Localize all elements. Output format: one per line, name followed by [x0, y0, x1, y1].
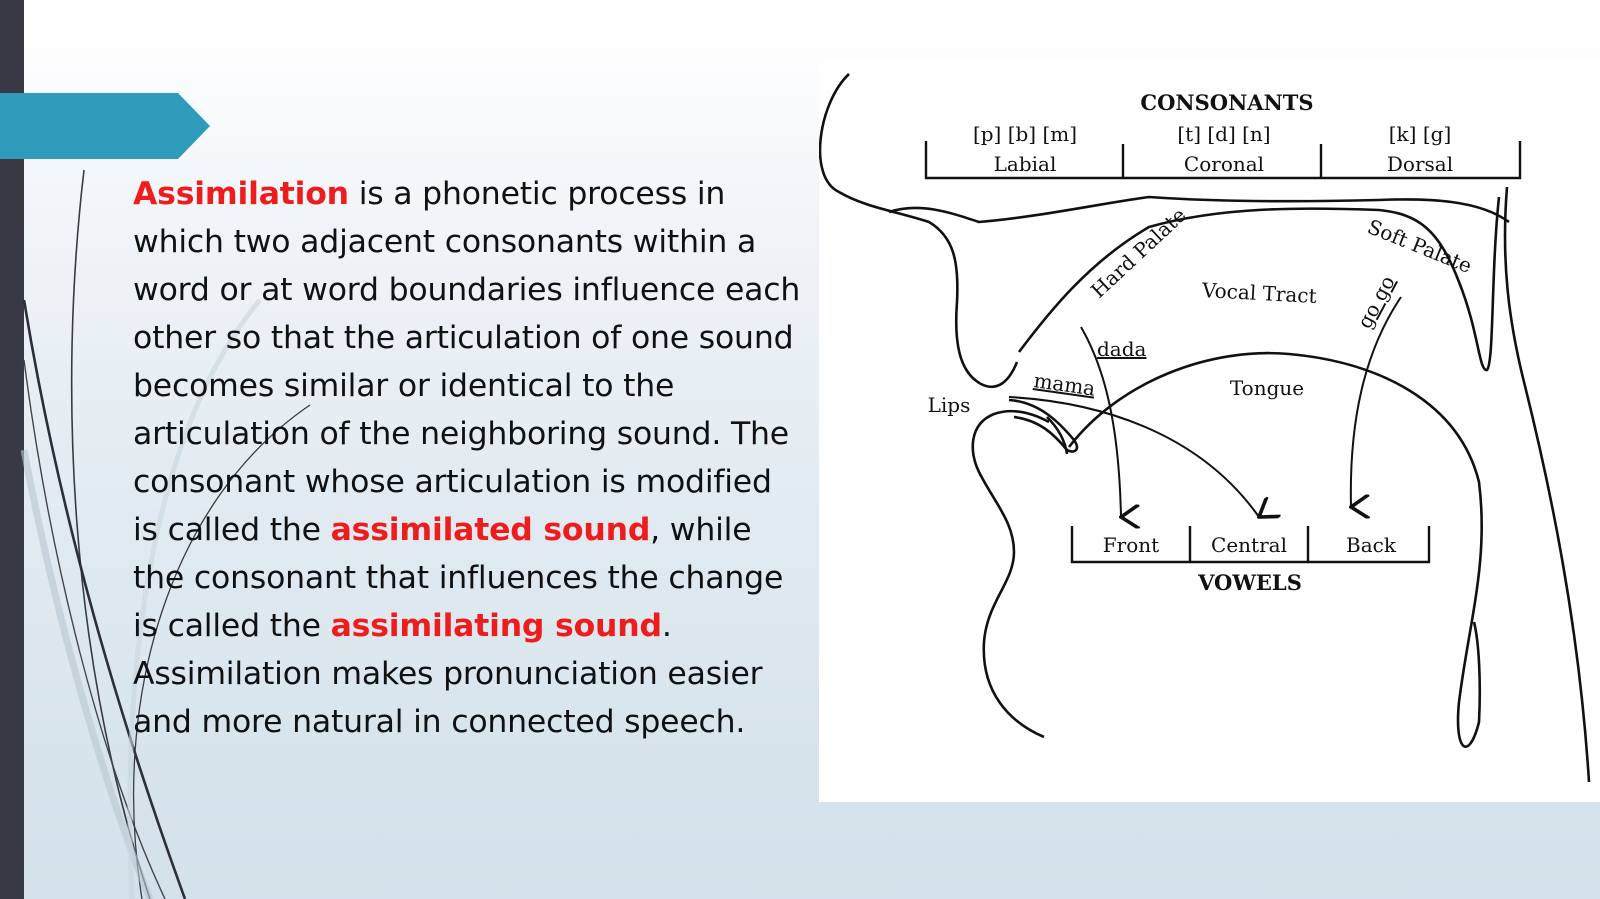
- central-label: Central: [1211, 533, 1287, 557]
- dorsal-label: Dorsal: [1387, 152, 1453, 176]
- lower-lip-path: [971, 409, 1050, 739]
- coronal-label: Coronal: [1184, 152, 1264, 176]
- hard-palate-inner-path: [1017, 196, 1501, 372]
- assimilation-definition-paragraph: Assimilation is a phonetic process in wh…: [133, 170, 803, 746]
- consonants-bracket: [924, 141, 1522, 180]
- paragraph-text-2: , while the consonant that influences th…: [133, 512, 784, 644]
- hard-palate-label: Hard Palate: [1086, 203, 1191, 303]
- decorative-swoosh-lines: [20, 169, 311, 899]
- dada-label: dada: [1097, 337, 1147, 361]
- vocal-tract-label: Vocal Tract: [1201, 278, 1318, 308]
- mama-arrow: [1008, 396, 1259, 517]
- dorsal-sounds-label: [k] [g]: [1389, 122, 1452, 146]
- term-assimilation: Assimilation: [133, 176, 349, 212]
- lip-inner-path: [1046, 416, 1069, 455]
- vowels-bracket: [1070, 526, 1431, 564]
- vowels-title: VOWELS: [1197, 570, 1302, 595]
- labial-label: Labial: [994, 152, 1057, 176]
- pharynx-wall-path: [1503, 186, 1591, 783]
- term-assimilated-sound: assimilated sound: [330, 512, 651, 548]
- dada-arrow: [1080, 326, 1121, 517]
- upper-lip-path: [1008, 398, 1079, 453]
- labial-sounds-label: [p] [b] [m]: [973, 122, 1077, 146]
- head-outline-path: [819, 73, 1019, 389]
- paragraph-text-1: is a phonetic process in which two adjac…: [133, 176, 801, 548]
- vocal-tract-diagram-panel: CONSONANTS [p] [b] [m] Labial [t] [d] [n…: [819, 62, 1600, 802]
- gogo-arrow: [1351, 296, 1402, 507]
- vocal-tract-diagram: CONSONANTS [p] [b] [m] Labial [t] [d] [n…: [819, 73, 1591, 783]
- tongue-label: Tongue: [1230, 376, 1304, 400]
- gogo-label: go go: [1352, 272, 1400, 333]
- back-label: Back: [1346, 533, 1397, 557]
- front-label: Front: [1103, 533, 1159, 557]
- coronal-sounds-label: [t] [d] [n]: [1177, 122, 1270, 146]
- paragraph-text-3: . Assimilation makes pronunciation easie…: [133, 608, 763, 740]
- consonants-title: CONSONANTS: [1140, 90, 1313, 115]
- tongue-outline-path: [1067, 351, 1484, 748]
- term-assimilating-sound: assimilating sound: [330, 608, 662, 644]
- lips-label: Lips: [928, 393, 971, 417]
- palate-roof-path: [888, 195, 1510, 224]
- accent-arrow-shape: [0, 93, 210, 159]
- mama-label: mama: [1032, 368, 1097, 400]
